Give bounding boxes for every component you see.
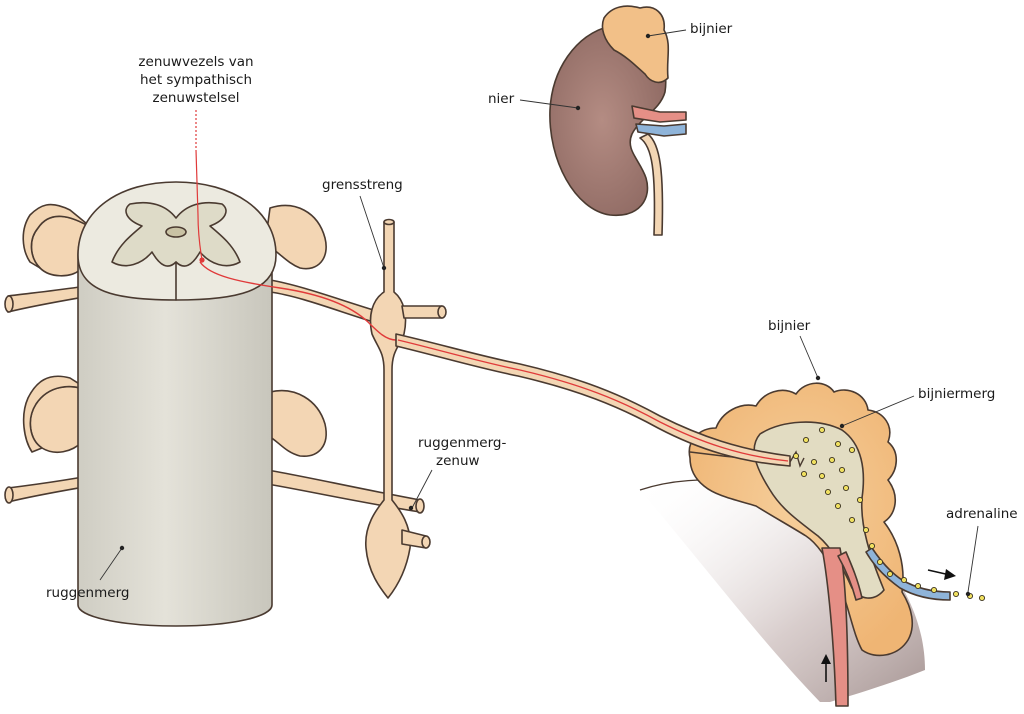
flow-arrow-icon xyxy=(927,569,956,580)
adrenaline-granule xyxy=(914,582,922,590)
adrenal-on-kidney xyxy=(601,5,670,84)
label-kidney: nier xyxy=(488,91,581,111)
kidney-shape xyxy=(549,24,667,216)
adrenaline-granule xyxy=(856,496,864,504)
adrenaline-granule xyxy=(848,516,856,524)
trunk-upper-branch xyxy=(401,305,443,319)
fibers-label-line1: zenuwvezels van xyxy=(138,54,253,70)
fibers-label-line3: zenuwstelsel xyxy=(152,90,239,106)
label-medulla: bijniermerg xyxy=(839,386,995,429)
artery xyxy=(821,547,849,707)
fibers-label-line2: het sympathisch xyxy=(140,72,252,88)
adrenaline-granule xyxy=(834,440,842,448)
adrenaline-granule xyxy=(834,502,842,510)
adrenaline-granule xyxy=(838,466,846,474)
label-sympathetic-fibers: zenuwvezels van het sympathisch zenuwste… xyxy=(138,54,253,106)
adrenaline-granule xyxy=(818,426,826,434)
adrenaline-granule xyxy=(802,436,810,444)
adrenaline-granule xyxy=(818,472,826,480)
adrenaline-granule xyxy=(828,456,836,464)
grensstreng-label: grensstreng xyxy=(322,177,403,193)
sympathetic-fiber xyxy=(195,110,791,467)
postganglionic-fiber xyxy=(395,333,791,467)
medulla-label: bijniermerg xyxy=(918,386,995,402)
adrenaline-granule xyxy=(868,542,876,550)
adrenaline-label: adrenaline xyxy=(946,506,1018,522)
kidney-label: nier xyxy=(488,91,515,107)
adrenaline-granule xyxy=(930,586,938,594)
label-spinal-nerve: ruggenmerg- zenuw xyxy=(408,435,506,511)
adrenaline-granule xyxy=(842,484,850,492)
spinal-cord-label: ruggenmerg xyxy=(46,585,129,601)
spinal-nerve-label-line1: ruggenmerg- xyxy=(418,435,506,451)
adrenaline-granule xyxy=(978,594,986,602)
adrenaline-granules xyxy=(792,426,986,602)
label-adrenaline: adrenaline xyxy=(946,506,1018,597)
spinal-cord-illustration xyxy=(4,181,425,627)
label-spinal-cord: ruggenmerg xyxy=(46,545,129,601)
adrenaline-granule xyxy=(886,570,894,578)
adrenaline-granule xyxy=(810,458,818,466)
vein xyxy=(865,547,951,601)
adrenaline-granule xyxy=(900,576,908,584)
adrenaline-granule xyxy=(876,558,884,566)
adrenal-detail-label: bijnier xyxy=(768,318,811,334)
adrenaline-granule xyxy=(862,526,870,534)
kidney-illustration xyxy=(549,5,687,236)
adrenaline-granule xyxy=(824,488,832,496)
spinal-nerve-label-line2: zenuw xyxy=(436,453,480,469)
adrenaline-granule xyxy=(848,446,856,454)
upper-right-dorsal-root xyxy=(264,204,327,270)
adrenaline-granule xyxy=(952,590,960,598)
flow-arrow-icon xyxy=(821,654,831,682)
sympathetic-trunk xyxy=(365,218,447,599)
lower-right-dorsal-root xyxy=(264,389,327,457)
adrenaline-granule xyxy=(792,452,800,460)
adrenal-top-label: bijnier xyxy=(690,21,733,37)
adrenaline-granule xyxy=(800,470,808,478)
label-adrenal-top: bijnier xyxy=(645,21,733,39)
label-grensstreng: grensstreng xyxy=(322,177,403,271)
label-adrenal-detail: bijnier xyxy=(768,318,821,381)
